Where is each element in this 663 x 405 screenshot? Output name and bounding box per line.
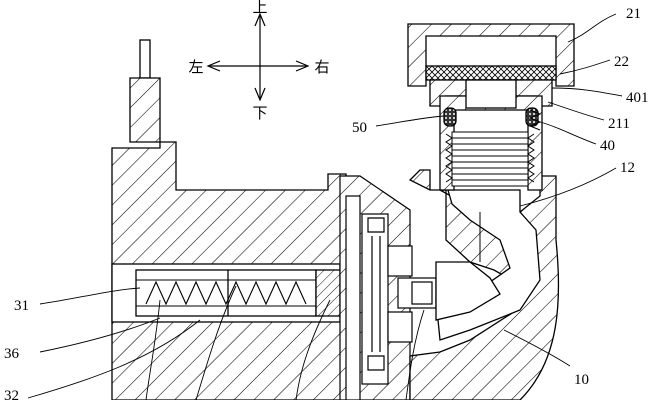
leader-50 [375, 115, 445, 127]
leader-12 [519, 167, 617, 207]
leader-10 [503, 329, 571, 367]
terminal-block [129, 77, 161, 143]
direction-compass [206, 12, 310, 102]
callout-10: 10 [574, 372, 589, 388]
seal-top [367, 217, 385, 233]
nut-21 [407, 23, 575, 87]
solenoid-housing [111, 39, 347, 401]
gasket-22 [425, 65, 557, 81]
leader-401 [551, 87, 623, 97]
needle-tip [411, 281, 433, 305]
leader-36 [39, 317, 161, 353]
leader-31 [39, 287, 141, 305]
o-ring-50 [443, 107, 457, 127]
guide-upper [387, 245, 413, 277]
terminal-pin [139, 39, 151, 79]
direction-label-right: 右 [314, 58, 329, 76]
callout-211: 211 [608, 116, 630, 132]
coil-spring [145, 280, 307, 306]
leader-32 [27, 319, 201, 399]
guide-lower [387, 311, 413, 343]
callout-50: 50 [352, 120, 367, 136]
seal-bottom [367, 355, 385, 371]
arrow-down-icon [254, 87, 266, 102]
direction-label-up: 上 [252, 0, 267, 16]
arrow-left-icon [206, 60, 221, 72]
filter-spring [528, 109, 542, 131]
leader-211 [547, 101, 605, 121]
callout-22: 22 [614, 54, 629, 70]
direction-label-down: 下 [252, 104, 267, 122]
leader-core [145, 299, 161, 401]
plunger-end [315, 269, 341, 317]
callout-36: 36 [4, 346, 20, 362]
leader-spring-a [195, 285, 237, 401]
callout-401: 401 [626, 90, 649, 106]
callout-40: 40 [600, 138, 615, 154]
callout-12: 12 [620, 160, 635, 176]
outlet-channel [435, 261, 501, 321]
leader-lines [27, 13, 623, 401]
leader-needle [405, 309, 425, 401]
cover-inner-slot [345, 195, 361, 401]
leader-22 [559, 59, 611, 75]
leader-plunger [295, 299, 331, 401]
valve-body [408, 169, 560, 401]
leader-21 [567, 13, 617, 43]
arrow-up-icon [254, 12, 266, 27]
arrow-right-icon [295, 60, 310, 72]
callout-labels: 21 22 401 211 50 40 12 31 36 10 32 [4, 6, 649, 404]
direction-label-left: 左 [188, 58, 203, 76]
diaphragm-assembly [339, 175, 437, 401]
inlet-fitting [407, 23, 575, 191]
thread-40 [445, 131, 535, 187]
callout-21: 21 [626, 6, 641, 22]
nipple [465, 79, 517, 109]
callout-32: 32 [4, 388, 19, 400]
leader-40 [539, 121, 597, 145]
callout-31: 31 [14, 298, 29, 314]
